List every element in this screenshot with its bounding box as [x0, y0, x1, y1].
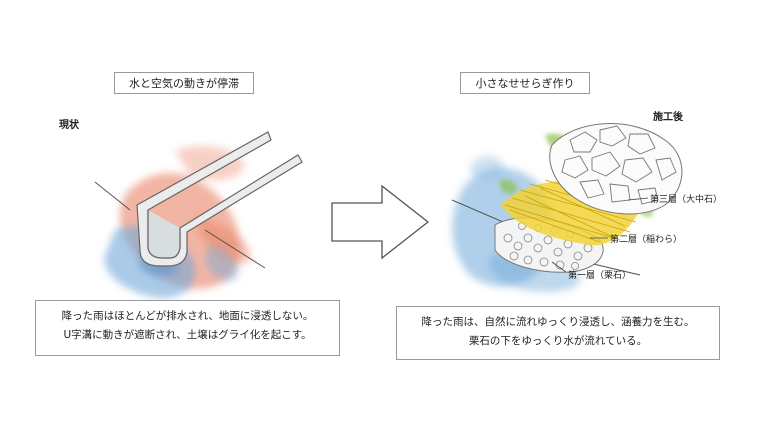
left-caption: 降った雨はほとんどが排水され、地面に浸透しない。 U字溝に動きが遮断され、土壌は… [35, 300, 340, 356]
leader-line [551, 261, 567, 273]
current-state-label: 現状 [59, 120, 79, 131]
left-caption-line2: U字溝に動きが遮断され、土壌はグライ化を起こす。 [63, 329, 312, 341]
after-construction-label: 施工後 [653, 112, 683, 123]
after-construction-illustration [451, 123, 683, 292]
right-caption-line2: 栗石の下をゆっくり水が流れている。 [468, 335, 648, 347]
right-caption: 降った雨は、自然に流れゆっくり浸透し、涵養力を生む。 栗石の下をゆっくり水が流れ… [396, 306, 720, 360]
layer3-label: 第三層（大中石） [650, 195, 723, 205]
leader-line [627, 197, 649, 201]
current-state-illustration [94, 131, 303, 299]
left-caption-line1: 降った雨はほとんどが排水され、地面に浸透しない。 [61, 310, 314, 322]
u-ditch [136, 131, 303, 267]
layer1-label: 第一層（栗石） [568, 271, 632, 281]
right-arrow-icon [331, 184, 430, 260]
right-caption-line1: 降った雨は、自然に流れゆっくり浸透し、涵養力を生む。 [421, 316, 695, 328]
layer2-label: 第二層（稲わら） [610, 235, 683, 245]
right-title: 小さなせせらぎ作り [460, 72, 590, 94]
layer3-large-stones [549, 123, 683, 215]
left-title: 水と空気の動きが停滞 [114, 72, 254, 94]
